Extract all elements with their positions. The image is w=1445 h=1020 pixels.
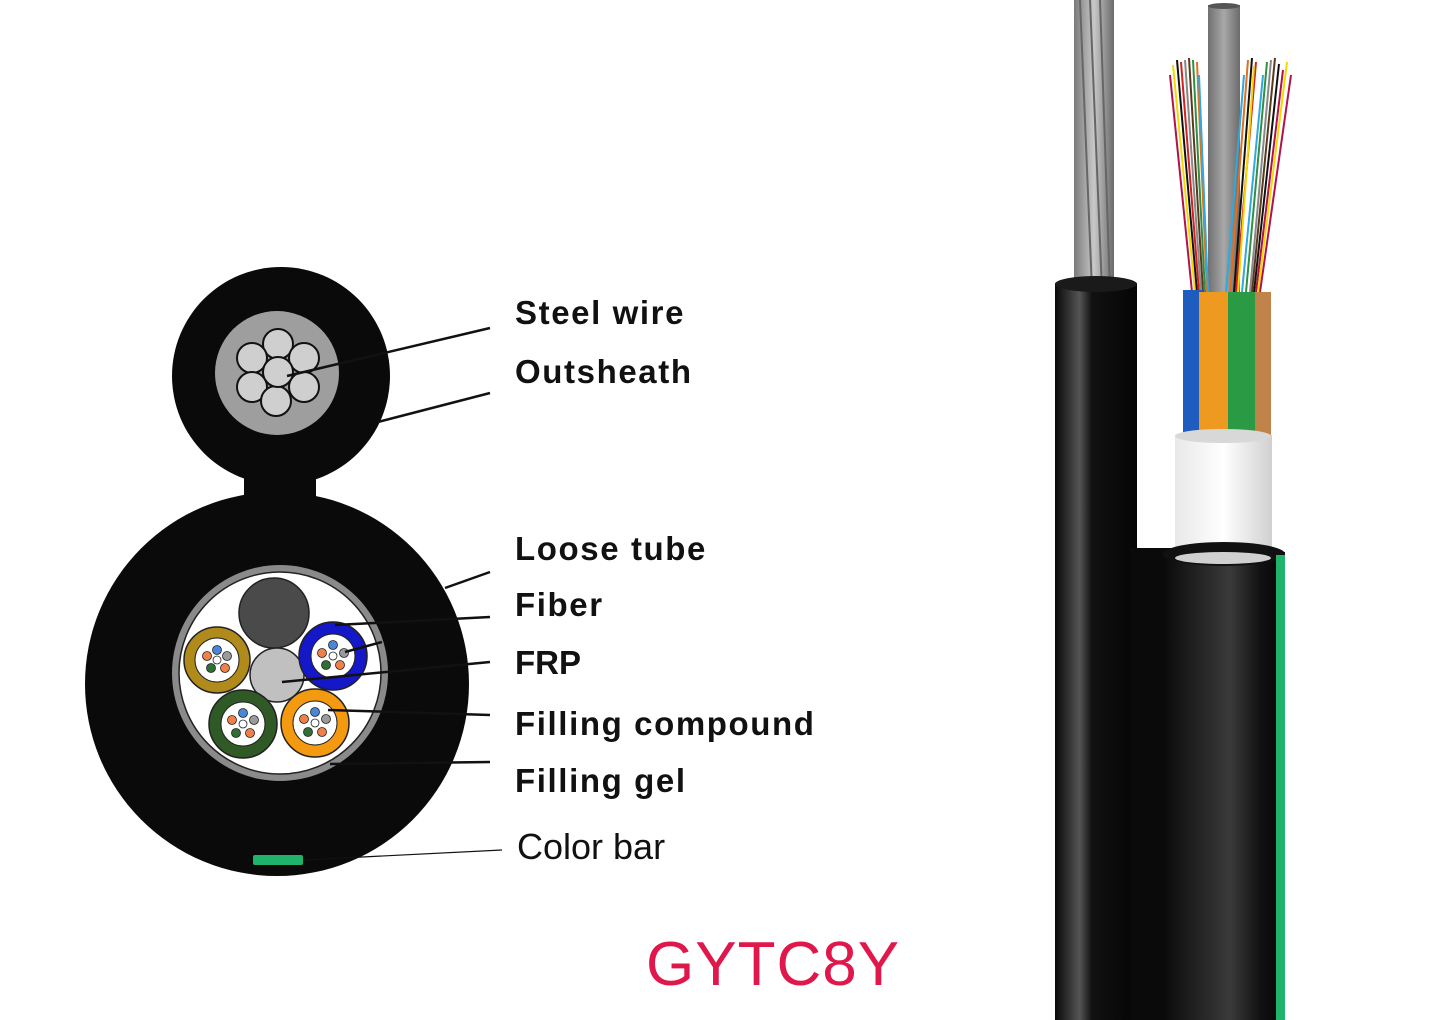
messenger-section bbox=[172, 267, 390, 520]
loose-tube-orange bbox=[280, 688, 350, 758]
side-tube-brown bbox=[1255, 292, 1271, 442]
side-color-bar bbox=[1276, 555, 1285, 1020]
side-fibers bbox=[1169, 57, 1292, 293]
label-filling-compound: Filling compound bbox=[515, 705, 816, 742]
steel-wires bbox=[236, 328, 320, 417]
side-tube-orange bbox=[1199, 292, 1233, 442]
label-fiber: Fiber bbox=[515, 586, 604, 623]
label-filling-gel: Filling gel bbox=[515, 762, 687, 799]
side-outsheath-main bbox=[1163, 552, 1285, 1020]
label-frp: FRP bbox=[515, 644, 581, 681]
loose-tube-gold bbox=[183, 626, 251, 694]
side-steel-wire bbox=[1074, 0, 1114, 291]
label-steel-wire: Steel wire bbox=[515, 294, 686, 331]
loose-tube-blue bbox=[298, 621, 368, 691]
label-loose-tube: Loose tube bbox=[515, 530, 708, 567]
label-outsheath: Outsheath bbox=[515, 353, 693, 390]
leader-lines bbox=[281, 326, 503, 861]
color-bar-marker bbox=[253, 855, 303, 865]
side-loose-tubes bbox=[1183, 290, 1271, 442]
side-outsheath-messenger bbox=[1055, 283, 1137, 1020]
main-cable-section bbox=[85, 492, 469, 876]
side-central-member bbox=[1208, 5, 1240, 305]
cable-model-title: GYTC8Y bbox=[646, 930, 901, 999]
loose-tube-green bbox=[208, 689, 278, 759]
side-tube-green bbox=[1228, 292, 1258, 442]
side-tube-blue bbox=[1183, 290, 1203, 440]
label-color-bar: Color bar bbox=[517, 826, 666, 867]
